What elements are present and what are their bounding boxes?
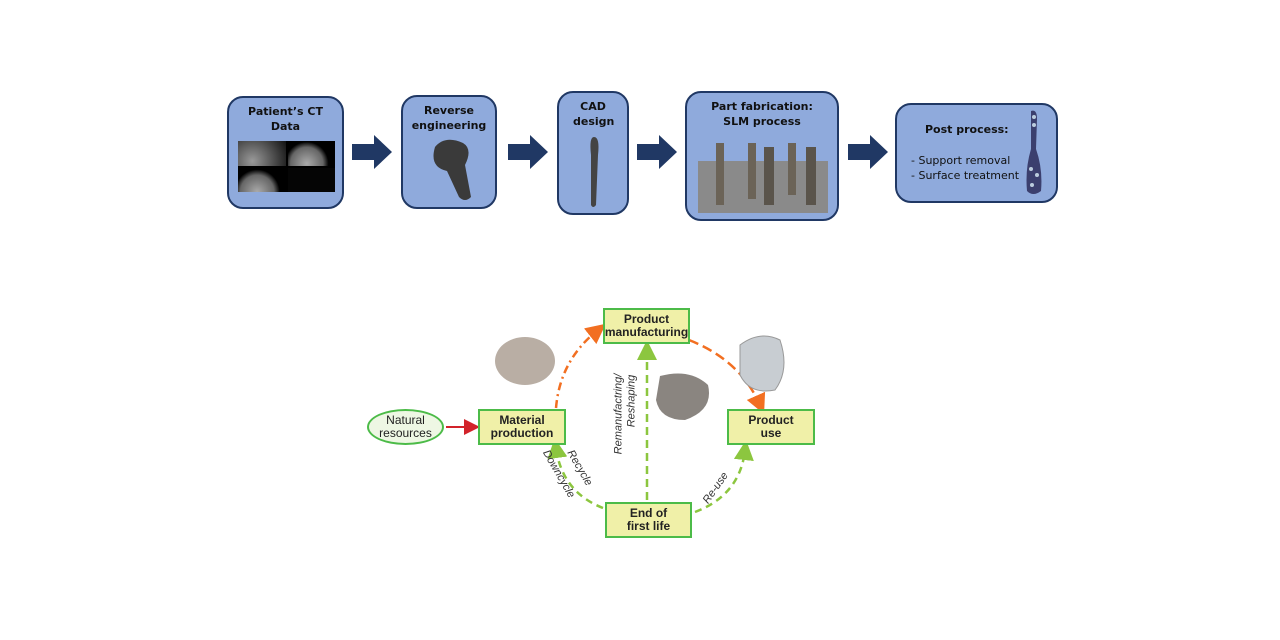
plate-model-image xyxy=(590,137,599,207)
arrow-end-to-material xyxy=(547,438,604,510)
node-label: Natural resources xyxy=(379,413,432,440)
node-label: End of first life xyxy=(626,506,671,533)
arrow-right-icon xyxy=(637,135,677,169)
node-product-manufacturing: Product manufacturing xyxy=(603,308,690,344)
slm-parts-image xyxy=(698,143,828,213)
step-ct-data: Patient’s CT Data xyxy=(227,96,344,209)
step-part-fabrication: Part fabrication: SLM process xyxy=(685,91,839,221)
post-process-item: - Surface treatment xyxy=(911,169,1020,182)
tray-image xyxy=(739,335,785,392)
bone-model-image xyxy=(433,139,471,200)
step-title: Part fabrication: SLM process xyxy=(711,100,813,128)
step-title: CAD design xyxy=(573,100,615,128)
step-title: Patient’s CT Data xyxy=(248,105,323,133)
ct-scan-image xyxy=(238,141,335,192)
node-label: Product use xyxy=(748,413,794,440)
label-reshaping: Reshaping xyxy=(625,374,638,428)
post-process-item: - Support removal xyxy=(911,154,1011,167)
arrow-right-icon xyxy=(848,135,888,169)
node-material-production: Material production xyxy=(478,409,566,445)
node-label: Material production xyxy=(490,413,554,440)
arrow-material-to-manufacturing xyxy=(554,323,606,409)
finished-plate-image xyxy=(1026,110,1042,194)
arrow-right-icon xyxy=(352,135,392,169)
node-end-of-first-life: End of first life xyxy=(605,502,692,538)
node-natural-resources: Natural resources xyxy=(367,409,444,445)
step-post-process: Post process: - Support removal - Surfac… xyxy=(895,103,1058,203)
step-cad-design: CAD design xyxy=(557,91,629,215)
label-remanufacturing: Remanufactring/ xyxy=(612,373,625,455)
disc-image xyxy=(495,337,555,385)
step-reverse-engineering: Reverse engineering xyxy=(401,95,497,209)
step-title: Reverse engineering xyxy=(411,104,487,132)
node-label: Product manufacturing xyxy=(604,312,689,339)
arrow-end-to-use xyxy=(694,440,754,514)
step-title: Post process: xyxy=(925,123,1009,136)
arrow-right-icon xyxy=(508,135,548,169)
formed-part-image xyxy=(656,373,710,420)
arrow-manufacturing-to-use xyxy=(688,338,766,415)
node-product-use: Product use xyxy=(727,409,815,445)
